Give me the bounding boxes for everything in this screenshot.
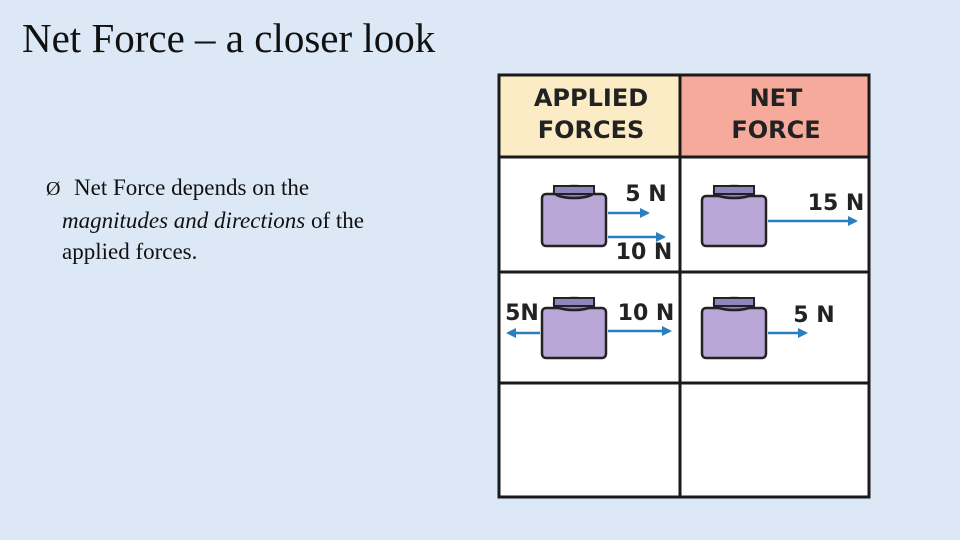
block-row2-applied <box>540 296 608 360</box>
slide-title: Net Force – a closer look <box>22 15 436 61</box>
bullet-line-1: Ø Net Force depends on the <box>46 172 466 205</box>
net-header-line1: NET <box>750 84 803 112</box>
arrow-bullet-icon: Ø <box>46 178 61 200</box>
bullet-text: Ø Net Force depends on the magnitudes an… <box>46 172 466 267</box>
bullet-line-2: magnitudes and directions of the <box>46 205 466 236</box>
label-applied-5n: 5 N <box>625 182 666 207</box>
bullet-line-3: applied forces. <box>46 236 466 267</box>
force-table-figure: APPLIED FORCES NET FORCE 5 N 10 N 15 N <box>496 72 872 500</box>
net-header-cell <box>681 75 869 157</box>
net-header-line2: FORCE <box>731 116 820 144</box>
bullet-lead: Net Force depends on the <box>74 175 310 200</box>
block-row1-applied <box>540 184 608 248</box>
applied-header-cell <box>499 75 680 157</box>
bullet-tail-1: of the <box>305 208 364 233</box>
block-row1-net <box>700 184 768 248</box>
block-row2-net <box>700 296 768 360</box>
label-net-15n: 15 N <box>808 191 865 216</box>
bullet-tail-2: applied forces. <box>62 239 198 264</box>
label-applied-10n: 10 N <box>616 240 673 265</box>
table-grid <box>497 73 871 499</box>
bullet-italic: magnitudes and directions <box>62 208 306 233</box>
label-applied-right-10n: 10 N <box>618 301 675 326</box>
label-net-5n: 5 N <box>793 303 834 328</box>
applied-header-line1: APPLIED <box>534 84 648 112</box>
applied-header-line2: FORCES <box>538 116 645 144</box>
label-applied-left-5n: 5N <box>505 301 539 326</box>
